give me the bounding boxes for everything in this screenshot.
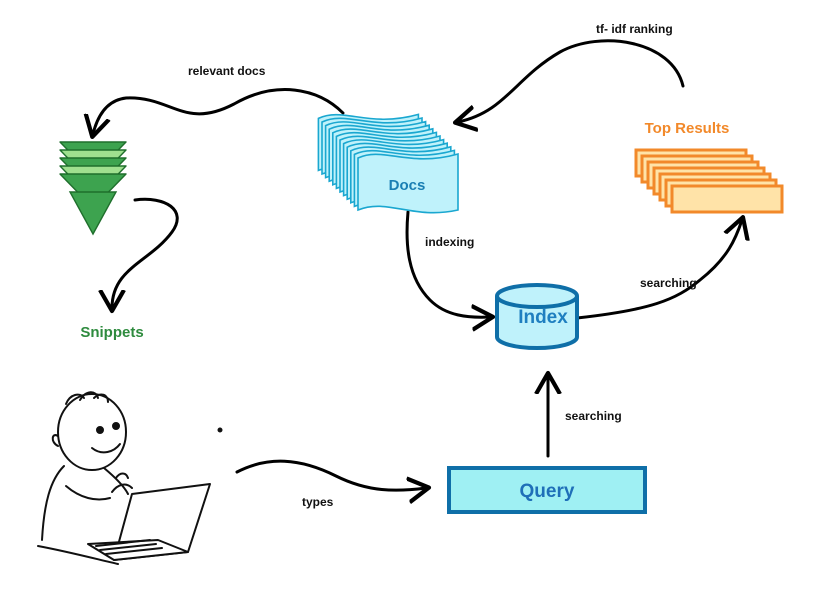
snippet-chevron [59,173,127,209]
index-node [495,283,579,350]
label-searching-query: searching [565,409,622,423]
label-searching-results: searching [640,276,697,290]
top-results-title: Top Results [645,120,730,137]
query-title: Query [520,481,575,502]
docs-stack [317,113,459,214]
index-title: Index [518,307,568,328]
person-laptop-icon [37,391,223,565]
arrow-types [235,459,426,490]
snippets-title: Snippets [80,324,143,341]
arrow-searching-results [575,220,742,320]
query-node [447,466,647,514]
arrow-tfidf [458,39,685,122]
label-tfidf: tf- idf ranking [596,22,673,36]
label-relevant-docs: relevant docs [188,64,266,78]
doc-sheet [357,152,459,214]
label-indexing: indexing [425,235,474,249]
result-card [670,184,784,214]
snippets-chevron-icon [59,141,127,236]
arrow-relevant-docs [93,88,345,134]
arrow-indexing [405,210,490,317]
arrow-snippets-down [112,197,179,308]
docs-title: Docs [389,177,426,194]
label-types: types [302,495,334,509]
top-results-stack [634,148,784,214]
snippet-chevron-tip [68,191,118,236]
